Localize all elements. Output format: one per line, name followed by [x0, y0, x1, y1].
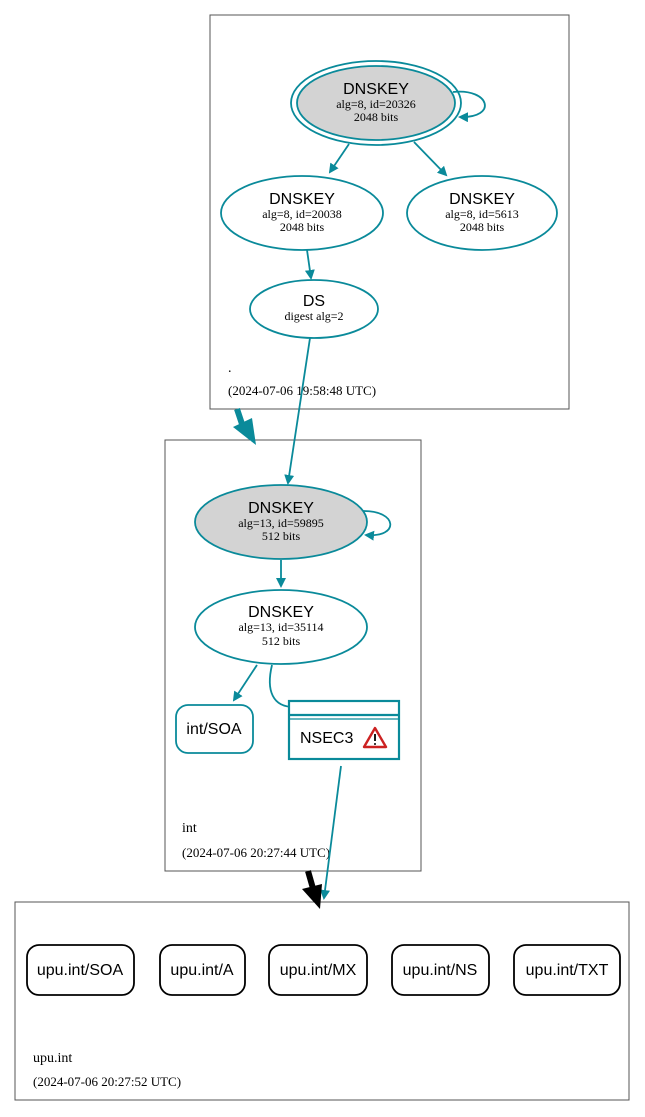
- zone-int-timestamp: (2024-07-06 20:27:44 UTC): [182, 845, 330, 860]
- edge-root-zsk1-ds: [304, 249, 315, 280]
- zone-root-name: .: [228, 361, 232, 376]
- int-nsec3-node[interactable]: NSEC3: [287, 699, 401, 761]
- root-ds-title: DS: [303, 293, 325, 310]
- edge-int-ksk-self: [361, 510, 392, 541]
- edge-root-ksk-zsk1: [328, 143, 350, 174]
- upu-record-soa-label: upu.int/SOA: [37, 962, 124, 979]
- zone-upu: upu.int (2024-07-06 20:27:52 UTC): [14, 901, 630, 1101]
- int-zsk-title: DNSKEY: [248, 604, 314, 621]
- delegation-int-upu: [302, 870, 322, 909]
- upu-record-ns-label: upu.int/NS: [403, 962, 478, 979]
- root-ksk-title: DNSKEY: [343, 81, 409, 98]
- edge-ds-int-ksk: [284, 337, 311, 485]
- root-ksk-line2: 2048 bits: [354, 110, 399, 124]
- upu-record-mx[interactable]: upu.int/MX: [268, 944, 368, 996]
- zone-upu-box: [14, 901, 630, 1101]
- upu-record-a-label: upu.int/A: [170, 962, 233, 979]
- int-ksk-title: DNSKEY: [248, 500, 314, 517]
- int-soa-label: int/SOA: [186, 721, 241, 738]
- upu-record-ns[interactable]: upu.int/NS: [391, 944, 490, 996]
- upu-record-txt-label: upu.int/TXT: [526, 962, 609, 979]
- root-zsk2-line1: alg=8, id=5613: [445, 207, 519, 221]
- upu-record-soa[interactable]: upu.int/SOA: [26, 944, 135, 996]
- warning-icon: [362, 726, 388, 749]
- root-zsk1-line1: alg=8, id=20038: [262, 207, 342, 221]
- int-zsk-line2: 512 bits: [262, 634, 301, 648]
- int-zsk-line1: alg=13, id=35114: [238, 620, 323, 634]
- root-zsk2-line2: 2048 bits: [460, 220, 505, 234]
- int-soa-node[interactable]: int/SOA: [175, 704, 254, 754]
- zone-upu-name: upu.int: [33, 1051, 72, 1066]
- upu-record-mx-label: upu.int/MX: [280, 962, 357, 979]
- int-ksk-line2: 512 bits: [262, 529, 301, 543]
- root-ds-node[interactable]: DS digest alg=2: [249, 279, 379, 339]
- root-zsk1-title: DNSKEY: [269, 191, 335, 208]
- upu-records: upu.int/SOA upu.int/A upu.int/MX upu.int…: [26, 944, 621, 996]
- root-ksk-line1: alg=8, id=20326: [336, 97, 416, 111]
- int-nsec3-label: NSEC3: [300, 730, 353, 747]
- root-zsk1-node[interactable]: DNSKEY alg=8, id=20038 2048 bits: [220, 175, 384, 251]
- zone-int-name: int: [182, 821, 197, 836]
- upu-record-a[interactable]: upu.int/A: [159, 944, 246, 996]
- root-zsk2-node[interactable]: DNSKEY alg=8, id=5613 2048 bits: [406, 175, 558, 251]
- edge-nsec3-upu: [320, 765, 342, 900]
- edge-root-ksk-self: [452, 90, 486, 123]
- upu-record-txt[interactable]: upu.int/TXT: [513, 944, 621, 996]
- edge-root-ksk-zsk2: [413, 141, 448, 177]
- int-ksk-node[interactable]: DNSKEY alg=13, id=59895 512 bits: [194, 484, 368, 560]
- root-zsk1-line2: 2048 bits: [280, 220, 325, 234]
- int-zsk-node[interactable]: DNSKEY alg=13, id=35114 512 bits: [194, 589, 368, 665]
- zone-upu-timestamp: (2024-07-06 20:27:52 UTC): [33, 1074, 181, 1089]
- root-zsk2-title: DNSKEY: [449, 191, 515, 208]
- root-ds-line1: digest alg=2: [284, 309, 343, 323]
- delegation-root-int: [233, 408, 256, 445]
- edge-int-zsk-soa: [232, 664, 258, 702]
- int-ksk-line1: alg=13, id=59895: [238, 516, 324, 530]
- root-ksk-node[interactable]: DNSKEY alg=8, id=20326 2048 bits: [290, 60, 462, 146]
